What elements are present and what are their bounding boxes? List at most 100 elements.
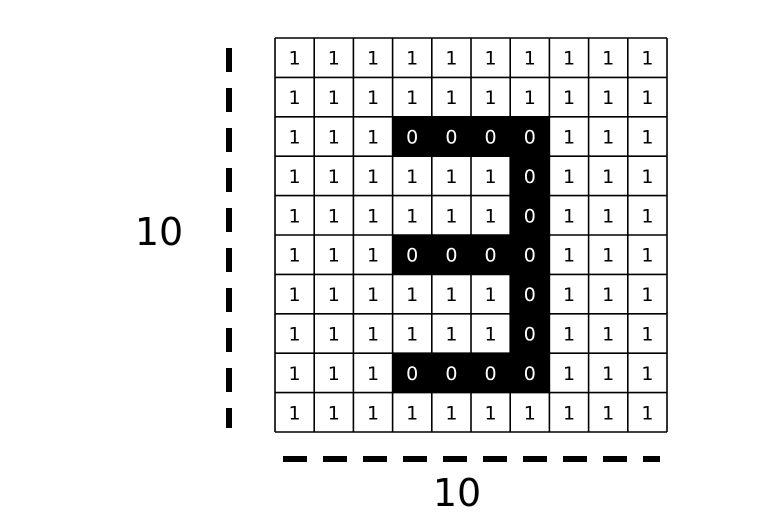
grid-cell (392, 38, 432, 78)
grid-cell-value: 1 (406, 166, 418, 188)
grid-cell (314, 313, 354, 354)
grid-cell-value: 1 (563, 205, 575, 227)
grid-cell (353, 195, 393, 235)
grid-cell-value: 1 (289, 166, 301, 188)
grid-cell (353, 235, 393, 275)
grid-cell (627, 235, 667, 275)
grid-cell-value: 0 (485, 127, 497, 149)
grid-cell-value: 1 (289, 127, 301, 149)
grid-cell (510, 156, 550, 196)
grid-cell-value: 1 (602, 284, 614, 306)
grid-cell-value: 0 (445, 245, 457, 267)
grid-cell-value: 1 (641, 127, 653, 149)
grid-cell-value: 1 (367, 245, 379, 267)
grid-cell (471, 156, 511, 196)
grid-cell-value: 1 (367, 48, 379, 70)
grid-cell (588, 38, 628, 78)
grid-cell-value: 1 (524, 48, 536, 70)
grid-cell-value: 1 (485, 324, 497, 346)
grid-cell-value: 1 (328, 402, 340, 424)
grid-cell-value: 1 (563, 324, 575, 346)
grid-cell-value: 1 (328, 166, 340, 188)
grid-cell-value: 1 (367, 363, 379, 385)
grid-cell-value: 1 (367, 324, 379, 346)
grid-cell (510, 353, 550, 393)
grid-cell-value: 1 (445, 205, 457, 227)
grid-cell-value: 1 (367, 402, 379, 424)
grid-cell-value: 0 (524, 324, 536, 346)
grid-cell (471, 313, 511, 354)
grid-cell-value: 1 (289, 324, 301, 346)
grid-cell-value: 1 (485, 166, 497, 188)
grid-cell (471, 38, 511, 78)
grid-cell (431, 116, 471, 157)
grid-cell-value: 1 (563, 87, 575, 109)
grid-cell (353, 274, 393, 314)
grid-cell-value: 1 (445, 324, 457, 346)
grid-cell (392, 116, 432, 157)
grid-cell-value: 1 (563, 363, 575, 385)
grid-cell-value: 1 (328, 363, 340, 385)
grid-cell-value: 1 (485, 402, 497, 424)
grid-cell (627, 77, 667, 117)
grid-cell (510, 116, 550, 157)
grid-cell (314, 235, 354, 275)
grid-cell (471, 353, 511, 393)
grid-cell (431, 353, 471, 393)
grid-cell (353, 77, 393, 117)
grid-cell-value: 1 (602, 166, 614, 188)
grid-cell (275, 195, 315, 235)
grid-cell-value: 1 (641, 205, 653, 227)
grid-cell-value: 1 (563, 127, 575, 149)
grid-cell-value: 1 (289, 48, 301, 70)
grid-cell (510, 38, 550, 78)
grid-cell-value: 1 (485, 87, 497, 109)
grid-cell-value: 0 (524, 284, 536, 306)
grid-cell (627, 353, 667, 393)
grid-cell (627, 392, 667, 432)
grid-cell (314, 274, 354, 314)
grid-cells: 1 1 1 1 1 1 1 1 1 1 1 1 1 1 1 1 1 1 1 1 1 1 1 0 0 0 0 1 1 1 1 1 1 1 1 1 0 1 1 1… (275, 38, 667, 432)
grid-cell (314, 116, 354, 157)
grid-cell (549, 235, 589, 275)
grid-cell (471, 195, 511, 235)
grid-cell (314, 77, 354, 117)
grid-cell (431, 313, 471, 354)
grid-cell-value: 1 (641, 48, 653, 70)
grid-cell (471, 116, 511, 157)
grid-cell-value: 1 (485, 284, 497, 306)
grid-cell-value: 1 (524, 402, 536, 424)
grid-cell-value: 1 (485, 205, 497, 227)
grid-cell (431, 77, 471, 117)
grid-cell (588, 313, 628, 354)
grid-cell-value: 1 (445, 166, 457, 188)
grid-cell-value: 1 (602, 205, 614, 227)
grid-cell-value: 1 (602, 324, 614, 346)
grid-cell-value: 1 (485, 48, 497, 70)
grid-cell-value: 1 (563, 402, 575, 424)
grid-cell-value: 0 (406, 245, 418, 267)
grid-cell (627, 38, 667, 78)
grid-cell (588, 235, 628, 275)
grid-cell-value: 1 (641, 87, 653, 109)
grid-cell (510, 235, 550, 275)
grid-cell-value: 1 (602, 127, 614, 149)
grid-cell (353, 38, 393, 78)
grid-cell (549, 116, 589, 157)
grid-cell-value: 1 (641, 363, 653, 385)
grid-cell (627, 313, 667, 354)
grid-cell-value: 1 (289, 205, 301, 227)
grid-cell-value: 1 (602, 87, 614, 109)
grid-cell (392, 235, 432, 275)
grid-cell (549, 274, 589, 314)
grid-cell (588, 274, 628, 314)
grid-cell-value: 1 (367, 87, 379, 109)
grid-cell-value: 0 (524, 127, 536, 149)
grid-cell (510, 77, 550, 117)
grid-cell (588, 195, 628, 235)
grid-cell (510, 392, 550, 432)
grid-cell (275, 235, 315, 275)
grid-cell-value: 1 (406, 402, 418, 424)
grid-cell-value: 1 (406, 324, 418, 346)
